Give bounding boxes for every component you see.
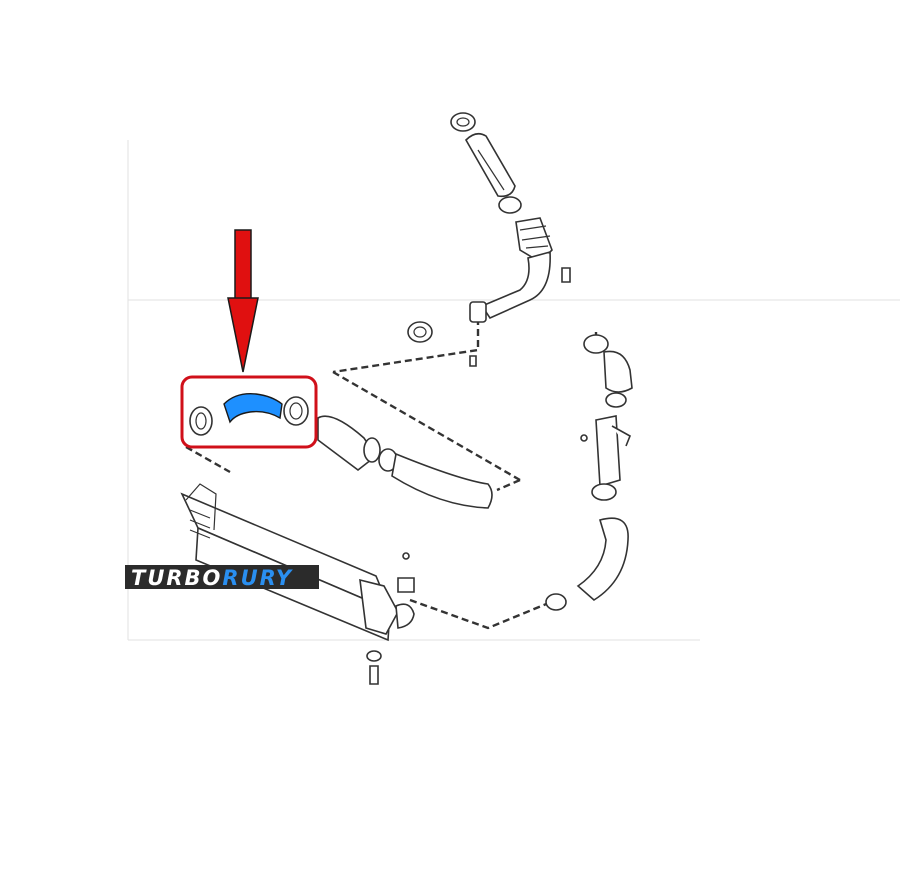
right-hose-clamp bbox=[283, 396, 309, 426]
arrow-head bbox=[227, 297, 259, 373]
svg-text:TURBORURY: TURBORURY bbox=[131, 566, 293, 590]
intercooler-hose bbox=[317, 415, 493, 509]
indicator-arrow bbox=[227, 229, 259, 373]
logo-word-turbo: TURBO bbox=[131, 566, 222, 590]
right-pipe-assembly bbox=[545, 334, 633, 611]
highlighted-hose-group bbox=[180, 375, 318, 449]
upper-pipe-assembly bbox=[407, 112, 571, 367]
logo-background bbox=[125, 565, 319, 589]
highlighted-hose bbox=[223, 393, 283, 424]
logo-word-rury: RURY bbox=[222, 566, 293, 590]
highlight-box bbox=[180, 375, 318, 449]
turborury-logo: TURBORURY bbox=[125, 565, 319, 590]
left-hose-clamp bbox=[189, 406, 213, 436]
